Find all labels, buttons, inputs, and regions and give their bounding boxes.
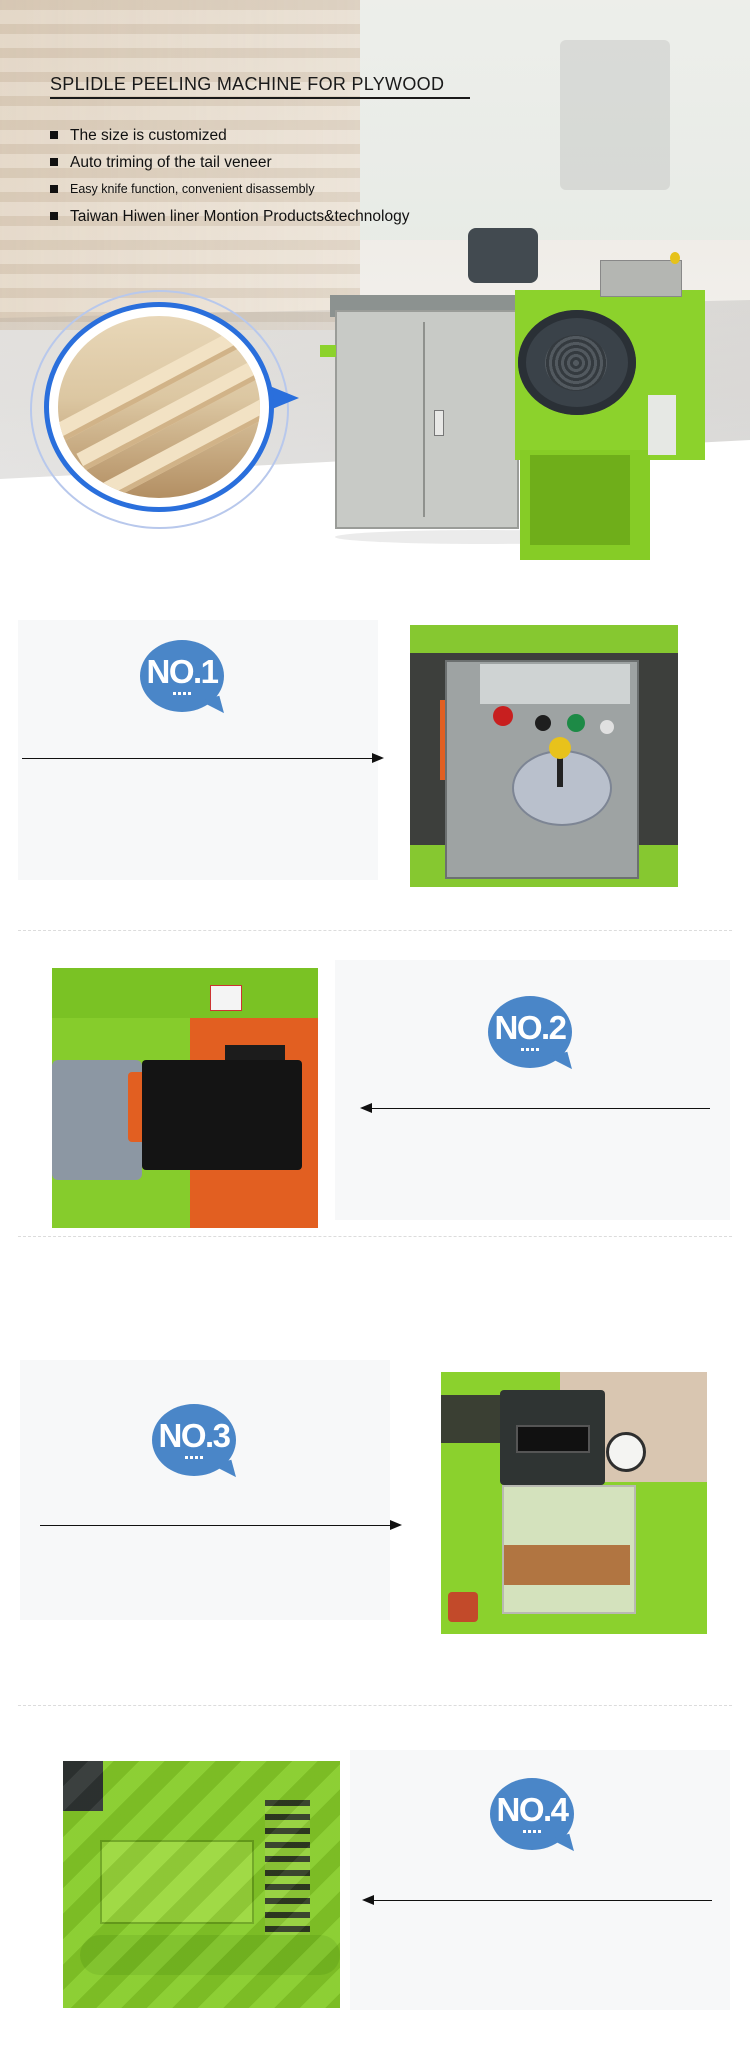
badge-label: NO.1: [146, 653, 219, 690]
section-divider: [18, 930, 732, 931]
gear-rack-image: [265, 1800, 310, 1940]
arrow-head: [390, 1520, 402, 1530]
digital-display-image: [516, 1425, 590, 1453]
feature-item: The size is customized: [50, 122, 409, 149]
photo-detail: [52, 968, 318, 1018]
plywood-sheets-image: [58, 316, 260, 498]
selector-switch-image: [535, 715, 551, 731]
top-motor: [468, 228, 538, 283]
badge-dots: [185, 1456, 205, 1459]
arrow-left: [372, 1900, 712, 1901]
machine-base-shadow: [530, 455, 630, 545]
machine-part: [320, 345, 336, 357]
photo-detail: [410, 625, 678, 653]
electrical-cabinet: [335, 310, 519, 529]
section-background: [20, 1360, 390, 1620]
start-button-image: [567, 714, 585, 732]
arrow-head: [362, 1895, 374, 1905]
arrow-head: [372, 753, 384, 763]
joystick-knob: [549, 737, 571, 759]
feature-item: Taiwan Hiwen liner Montion Products&tech…: [50, 203, 409, 230]
badge-no4: NO.4: [490, 1778, 574, 1850]
wood-stack-background-image: [0, 0, 360, 330]
feature-list: The size is customized Auto triming of t…: [50, 122, 409, 230]
oil-level-image: [504, 1545, 630, 1585]
servo-motor-image: [142, 1060, 302, 1170]
factory-yard-background-image: [360, 0, 750, 240]
badge-no2: NO.2: [488, 996, 572, 1068]
arrow-right: [40, 1525, 392, 1526]
badge-no3: NO.3: [152, 1404, 236, 1476]
photo-detail: [480, 664, 630, 704]
arrow-right: [22, 758, 374, 759]
cabinet-door-seam: [423, 322, 425, 517]
feature-item: Easy knife function, convenient disassem…: [50, 176, 409, 203]
joystick-stick: [557, 757, 563, 787]
page-title: SPLIDLE PEELING MACHINE FOR PLYWOOD: [50, 74, 470, 99]
badge-dots: [523, 1830, 543, 1833]
badge-label: NO.2: [494, 1009, 567, 1046]
control-knob: [670, 252, 680, 264]
photo-detail: [441, 1395, 501, 1443]
photo-texture: [63, 1761, 340, 2008]
photo-detail: [63, 1761, 103, 1811]
feature-item: Auto triming of the tail veneer: [50, 149, 409, 176]
section-divider: [18, 1705, 732, 1706]
motor-fan-cover: [545, 335, 607, 391]
gearbox-image: [52, 1060, 142, 1180]
badge-label: NO.3: [158, 1417, 231, 1454]
arrow-head: [360, 1103, 372, 1113]
badge-dots: [173, 692, 193, 695]
knife-holder-image: [100, 1840, 254, 1924]
emergency-stop-button-image: [493, 706, 513, 726]
indicator-light-image: [600, 720, 614, 734]
machine-guard: [648, 395, 676, 455]
drive-shaft-image: [80, 1935, 340, 1975]
control-box: [600, 260, 682, 297]
warning-sign-image: [210, 985, 242, 1011]
forklift-background-image: [560, 40, 670, 190]
photo-detail: [448, 1592, 478, 1622]
pressure-gauge-image: [606, 1432, 646, 1472]
badge-dots: [521, 1048, 541, 1051]
arrow-left: [370, 1108, 710, 1109]
section-divider: [18, 1236, 732, 1237]
badge-no1: NO.1: [140, 640, 224, 712]
cabinet-handle: [434, 410, 444, 436]
badge-label: NO.4: [496, 1791, 569, 1828]
